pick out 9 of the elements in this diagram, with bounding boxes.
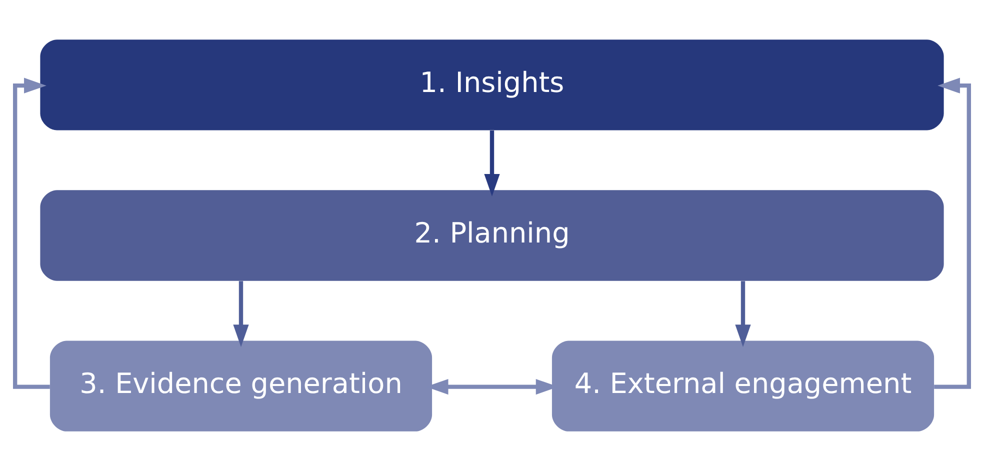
arrow	[734, 280, 750, 346]
arrow	[484, 130, 500, 196]
node-box: 3. Evidence generation	[49, 340, 432, 431]
arrow	[12, 77, 50, 388]
node-box: 4. External engagement	[551, 340, 934, 431]
node-box: 2. Planning	[40, 190, 944, 280]
node-box: 1. Insights	[40, 39, 944, 130]
arrow	[232, 280, 248, 346]
arrow	[934, 77, 970, 388]
